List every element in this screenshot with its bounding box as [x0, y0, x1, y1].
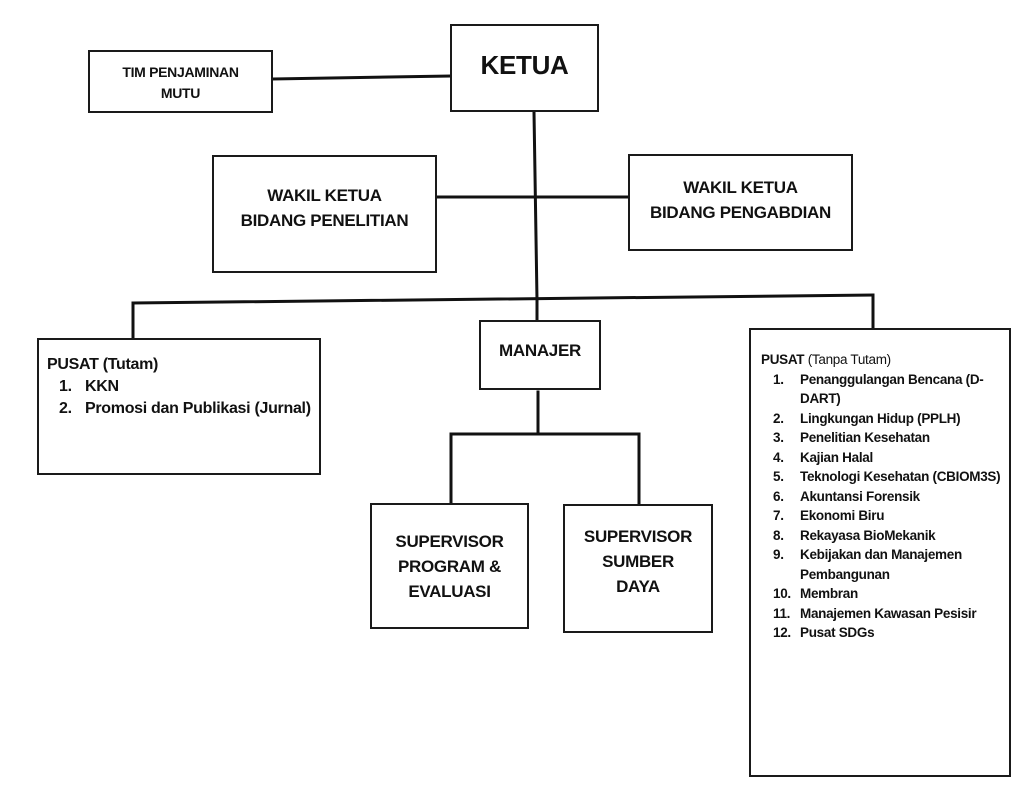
node-label-line: DAYA [616, 577, 660, 596]
list-item-text: Teknologi Kesehatan (CBIOM3S) [800, 469, 1001, 484]
list-item-text: Promosi dan Publikasi (Jurnal) [85, 400, 311, 417]
node-wakil-ketua-penelitian: WAKIL KETUA BIDANG PENELITIAN [212, 155, 437, 273]
node-label-line: MANAJER [499, 341, 581, 360]
node-title-main: PUSAT [761, 352, 805, 367]
node-label-line: WAKIL KETUA [267, 186, 382, 205]
list-item-text: Penelitian Kesehatan [800, 430, 930, 445]
list-item: 1. Penanggulangan Bencana (D-DART) [761, 370, 1009, 409]
list-item-text: Penanggulangan Bencana (D-DART) [800, 371, 984, 407]
list-item-text: Akuntansi Forensik [800, 488, 920, 504]
node-pusat-tanpa-tutam: PUSAT (Tanpa Tutam) 1. Penanggulangan Ben… [749, 328, 1011, 777]
list-item: 5. Teknologi Kesehatan (CBIOM3S) [761, 467, 1009, 487]
list-item-number: 10. [773, 586, 791, 601]
node-label-line: MUTU [160, 84, 201, 101]
node-wakil-ketua-pengabdian: WAKIL KETUA BIDANG PENGABDIAN [628, 154, 853, 251]
list-item-number: 6. [773, 488, 784, 504]
list-item-number: 2. [59, 400, 72, 417]
node-title: PUSAT (Tutam) [47, 354, 319, 376]
node-title-sub: (Tanpa Tutam) [807, 352, 891, 367]
list-item-text: Kajian Halal [800, 449, 873, 465]
list-item-text: Kebijakan dan Manajemen Pembangunan [800, 547, 962, 582]
list-item-number: 9. [773, 547, 784, 562]
list-item-number: 12. [773, 625, 791, 640]
list-item-text: Ekonomi Biru [800, 508, 885, 523]
node-label-line: KETUA [480, 49, 569, 80]
pusat-tanpa-tutam-list: 1. Penanggulangan Bencana (D-DART) 2. Lingk… [761, 370, 1009, 643]
node-label-line: WAKIL KETUA [683, 177, 798, 197]
edge-main-crossbar [131, 293, 875, 305]
list-item-number: 7. [773, 508, 784, 523]
node-supervisor-program-evaluasi: SUPERVISOR PROGRAM & EVALUASI [370, 503, 529, 629]
edge-ketua-spine [532, 110, 539, 302]
list-item: 1. KKN [47, 376, 319, 398]
list-item: 8. Rekayasa BioMekanik [761, 526, 1009, 546]
list-item: 4. Kajian Halal [761, 448, 1009, 468]
list-item: 3. Penelitian Kesehatan [761, 428, 1009, 448]
node-label-line: SUPERVISOR [395, 531, 504, 551]
node-label-line: PROGRAM & [397, 556, 502, 576]
list-item-text: Rekayasa BioMekanik [800, 527, 936, 543]
list-item-number: 8. [773, 527, 784, 543]
list-item-number: 1. [59, 378, 72, 395]
list-item: 11. Manajemen Kawasan Pesisir [761, 604, 1009, 624]
list-item-number: 5. [773, 469, 784, 484]
list-item-number: 1. [773, 371, 784, 387]
list-item: 6. Akuntansi Forensik [761, 487, 1009, 507]
pusat-tutam-list: 1. KKN 2. Promosi dan Publikasi (Jurnal) [47, 376, 319, 420]
list-item-text: Membran [800, 586, 858, 601]
list-item-number: 3. [773, 430, 784, 445]
list-item: 2. Promosi dan Publikasi (Jurnal) [47, 398, 319, 420]
node-ketua: KETUA [450, 24, 599, 112]
node-manajer: MANAJER [479, 320, 601, 390]
list-item-text: KKN [85, 378, 119, 395]
node-label-line: BIDANG PENGABDIAN [650, 202, 831, 222]
list-item-number: 2. [773, 410, 784, 426]
node-supervisor-sumber-daya: SUPERVISOR SUMBER DAYA [563, 504, 713, 633]
list-item: 2. Lingkungan Hidup (PPLH) [761, 409, 1009, 429]
node-label-line: SUMBER [602, 552, 674, 571]
list-item: 9. Kebijakan dan Manajemen Pembangunan [761, 545, 1009, 584]
list-item: 7. Ekonomi Biru [761, 506, 1009, 526]
list-item: 10. Membran [761, 584, 1009, 604]
node-title-main: PUSAT [47, 356, 99, 373]
node-tim-penjaminan-mutu: TIM PENJAMINAN MUTU [88, 50, 273, 113]
list-item-text: Pusat SDGs [800, 625, 875, 640]
list-item-text: Lingkungan Hidup (PPLH) [800, 410, 961, 426]
node-label-line: TIM PENJAMINAN [122, 63, 239, 80]
node-label-line: SUPERVISOR [583, 527, 693, 546]
list-item-number: 11. [773, 605, 791, 621]
node-label-line: EVALUASI [408, 581, 491, 601]
list-item: 12. Pusat SDGs [761, 623, 1009, 643]
list-item-text: Manajemen Kawasan Pesisir [800, 605, 977, 621]
node-label-line: BIDANG PENELITIAN [240, 211, 409, 230]
node-title-sub: (Tutam) [102, 356, 159, 373]
node-pusat-tutam: PUSAT (Tutam) 1. KKN 2. Promosi dan Publika… [37, 338, 321, 475]
node-title: PUSAT (Tanpa Tutam) [761, 350, 1009, 370]
list-item-number: 4. [773, 449, 784, 465]
edge-ketua-tim [271, 74, 452, 81]
